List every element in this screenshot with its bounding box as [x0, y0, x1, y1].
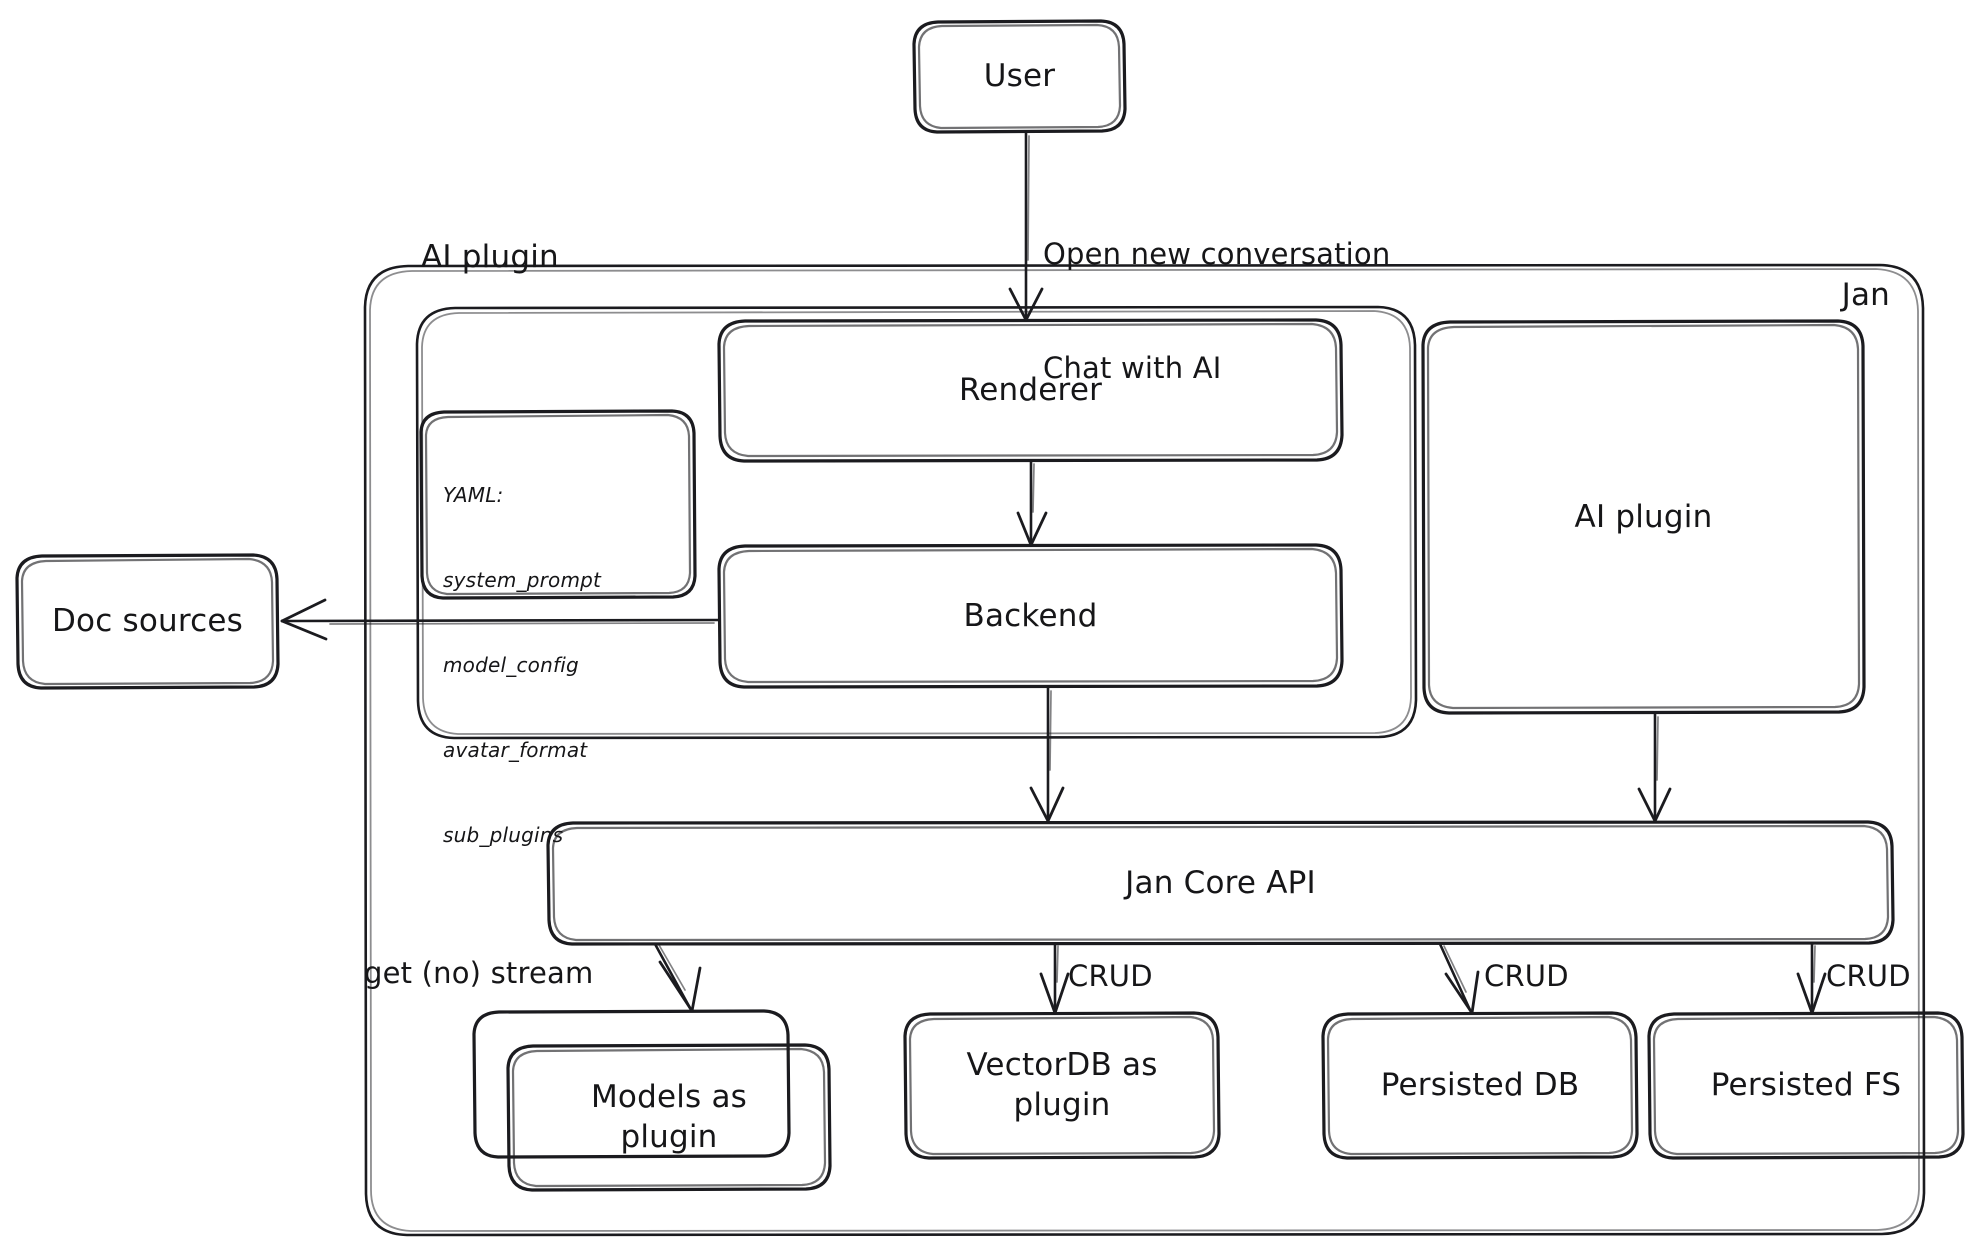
node-label-renderer: Renderer [958, 372, 1103, 409]
node-label-backend-wrap: Backend [719, 546, 1342, 687]
node-user[interactable] [912, 19, 1127, 134]
yaml-line-0: YAML: [443, 482, 504, 507]
yaml-line-4: sub_plugins [443, 823, 564, 848]
node-label-backend: Backend [963, 597, 1098, 634]
node-label-persisted-fs-wrap: Persisted FS [1649, 1014, 1963, 1158]
node-label-jan-core-api-wrap: Jan Core API [548, 823, 1893, 944]
node-label-models-as-plugin-wrap: Models as plugin [508, 1046, 830, 1190]
node-renderer[interactable] [717, 318, 1344, 463]
edge-label-crud-persisted-db: CRUD [1484, 959, 1569, 993]
node-label-renderer-wrap: Renderer [719, 321, 1342, 461]
node-label-doc-sources: Doc sources [51, 603, 244, 640]
edge-backend-to-core-api [1029, 686, 1065, 823]
node-label-vectordb-as-plugin-line2: plugin [1013, 1087, 1111, 1123]
edge-label-crud-vectordb: CRUD [1068, 959, 1153, 993]
yaml-card-text: YAML: system_prompt model_config avatar_… [443, 424, 601, 907]
node-doc-sources[interactable] [15, 553, 280, 690]
node-label-ai-plugin: AI plugin [1574, 498, 1713, 535]
edge-label-line-2: Chat with AI [1043, 351, 1222, 386]
node-label-ai-plugin-wrap: AI plugin [1423, 322, 1864, 713]
node-models-as-plugin[interactable] [472, 1009, 832, 1192]
edge-renderer-to-backend [1016, 460, 1048, 547]
edge-label-open-new-conversation: Open new conversation Chat with AI [1043, 158, 1390, 464]
edge-core-api-to-persisted-db [1438, 942, 1480, 1015]
edge-ai-plugin-to-core-api [1637, 712, 1672, 823]
yaml-card [419, 409, 697, 600]
edge-label-get-no-stream: get (no) stream [364, 956, 594, 990]
node-persisted-db[interactable] [1321, 1011, 1639, 1160]
edge-core-api-to-models [653, 942, 702, 1013]
node-label-persisted-db: Persisted DB [1380, 1067, 1580, 1104]
yaml-line-3: avatar_format [443, 738, 588, 763]
node-label-models-as-plugin-line1: Models as [590, 1079, 748, 1116]
edge-label-line-1: Open new conversation [1043, 236, 1391, 271]
node-label-vectordb-as-plugin-line1: VectorDB as [966, 1047, 1158, 1084]
node-label-vectordb-as-plugin-wrap: VectorDB as plugin [905, 1014, 1219, 1158]
yaml-line-2: model_config [443, 653, 579, 678]
group-jan [363, 263, 1926, 1237]
node-ai-plugin[interactable] [1421, 319, 1866, 715]
node-label-models-as-plugin-line2: plugin [620, 1119, 718, 1155]
node-vectordb-as-plugin[interactable] [903, 1011, 1221, 1160]
edge-backend-to-doc-sources [280, 598, 720, 641]
node-jan-core-api[interactable] [546, 820, 1895, 946]
group-label-jan: Jan [1841, 277, 1890, 313]
edge-core-api-to-persisted-fs [1796, 942, 1827, 1015]
node-persisted-fs[interactable] [1647, 1011, 1965, 1160]
group-label-ai-plugin: AI plugin [421, 239, 559, 275]
node-label-doc-sources-wrap: Doc sources [17, 556, 278, 688]
node-label-persisted-db-wrap: Persisted DB [1323, 1014, 1637, 1158]
group-ai-plugin [415, 305, 1418, 740]
node-backend[interactable] [717, 543, 1344, 689]
node-label-user: User [983, 58, 1056, 95]
edge-label-crud-persisted-fs: CRUD [1826, 959, 1911, 993]
node-label-persisted-fs: Persisted FS [1710, 1067, 1902, 1104]
edge-user-to-renderer [1008, 131, 1044, 322]
node-label-user-wrap: User [914, 22, 1125, 132]
yaml-line-1: system_prompt [443, 567, 602, 592]
node-label-jan-core-api: Jan Core API [1125, 864, 1316, 901]
edge-core-api-to-vectordb [1039, 942, 1070, 1015]
